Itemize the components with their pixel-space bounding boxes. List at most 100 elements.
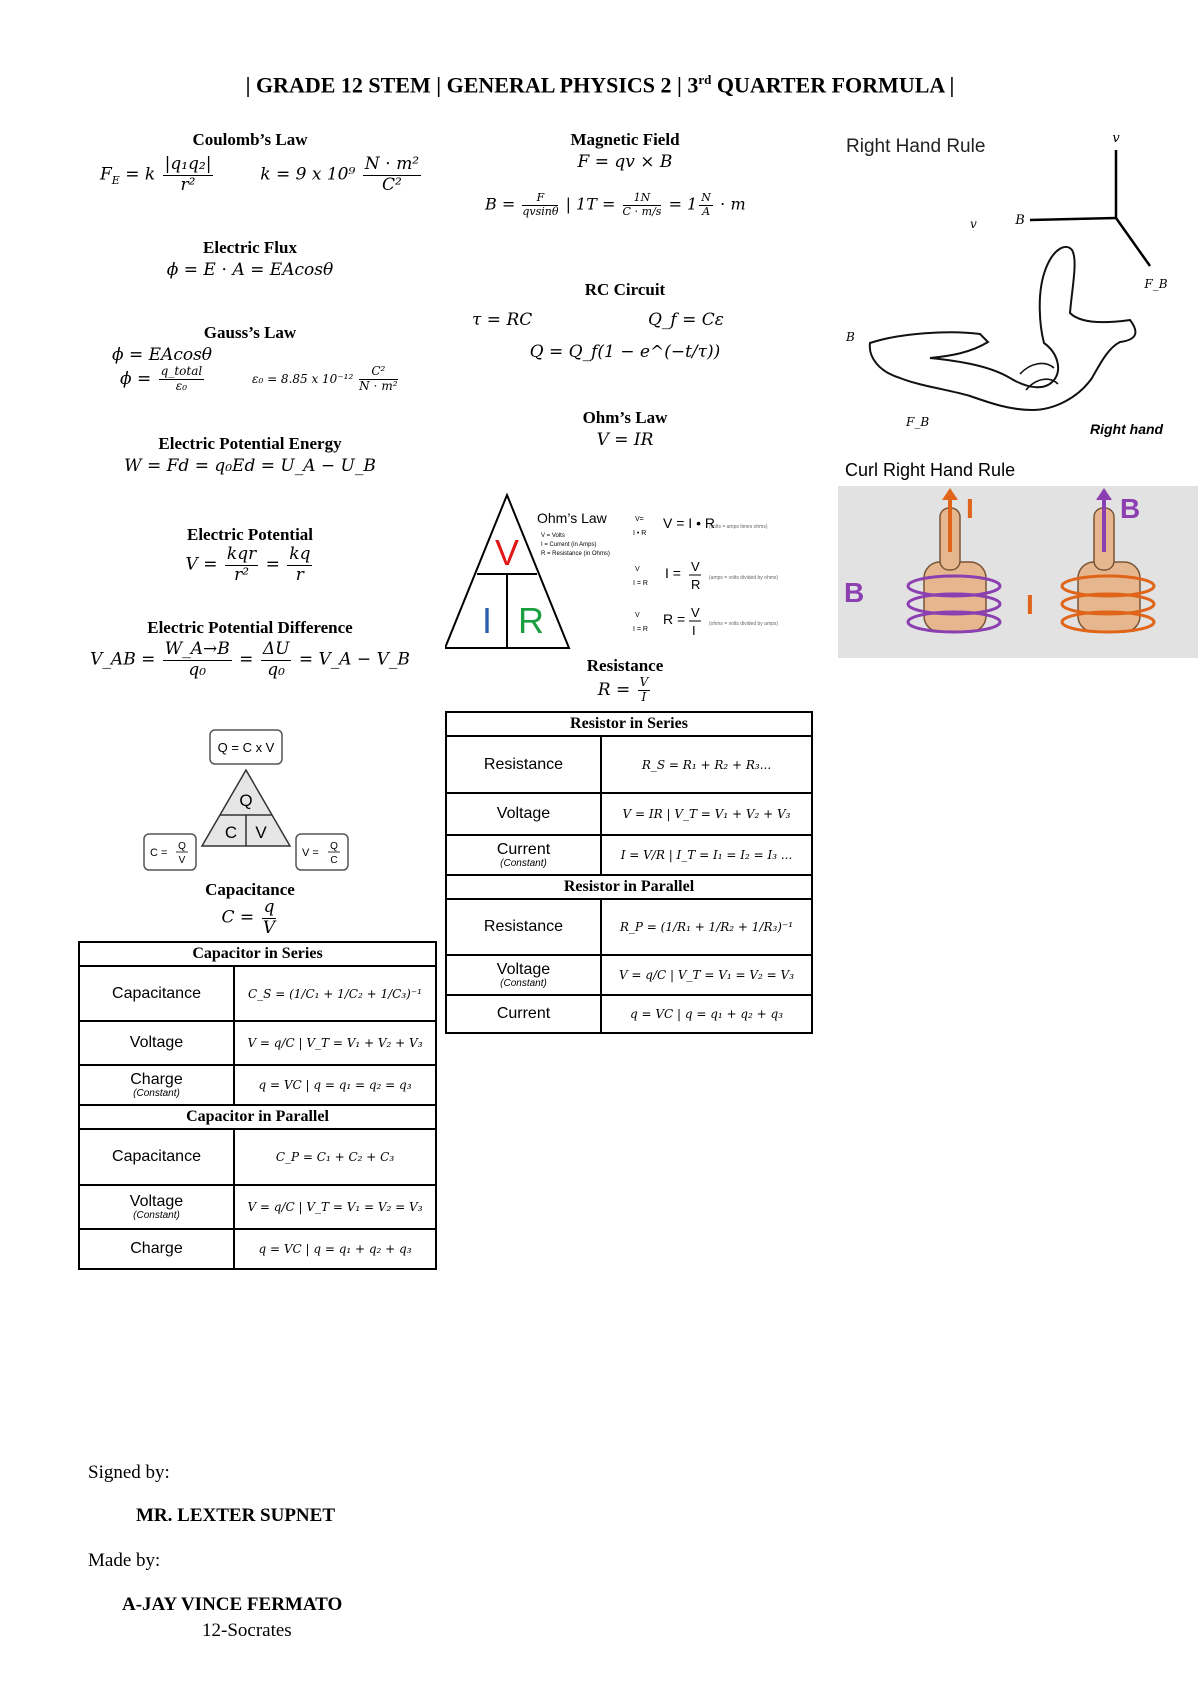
pd-title: Electric Potential Difference (147, 618, 353, 637)
rc-qf: Q_f = Cε (648, 310, 724, 330)
curl-left-arrowhead (942, 488, 958, 500)
ohm-mini2b: I = R (633, 580, 648, 587)
pd-num2: ΔU (260, 639, 292, 661)
cap-series-row3-label: Charge (130, 1071, 183, 1088)
coulomb-den: r² (180, 174, 196, 195)
coulomb-title: Coulomb’s Law (192, 130, 308, 149)
res-parallel-row-label: Current (445, 994, 602, 1034)
magnetic-b-lhs: B = (485, 194, 516, 214)
cap-left-box (143, 833, 197, 871)
res-parallel-row2-const: (Constant) (500, 978, 547, 989)
magnetic-t-num2: N (699, 191, 713, 206)
magnetic-formula: F = qv × B (577, 152, 673, 172)
ohm-formula: V = IR (596, 430, 654, 450)
coulomb-eq: = k (119, 164, 156, 185)
cap-top-box (209, 729, 283, 765)
cap-parallel-row2-const: (Constant) (133, 1210, 180, 1221)
coulomb-k: k = 9 x 10⁹ (260, 164, 356, 185)
pd-lhs: V_AB = (90, 649, 156, 670)
resistance-num: V (637, 676, 651, 691)
potential-num2: kq (287, 544, 313, 566)
cap-parallel-row1-label: Capacitance (112, 1148, 201, 1165)
capacitance-den: V (262, 917, 276, 938)
ohm-r-letter: R (518, 600, 544, 641)
cap-right-num: Q (330, 841, 338, 852)
resistance-title: Resistance (586, 656, 664, 675)
cap-series-row-label: Voltage (78, 1020, 235, 1066)
ohm-eq3-lhs: R = (663, 611, 685, 627)
pd-rhs: = V_A − V_B (298, 649, 410, 670)
ohm-eq3-num: V (691, 605, 700, 620)
cap-parallel-row3-formula: q = VC | q = q₁ + q₂ + q₃ (233, 1228, 437, 1270)
gauss-title: Gauss’s Law (203, 323, 297, 342)
potential-title: Electric Potential (186, 525, 314, 544)
rhr-axis-f (1114, 217, 1152, 267)
res-parallel-row3-formula: q = VC | q = q₁ + q₂ + q₃ (600, 994, 813, 1034)
rhr-hand-label: Right hand (1090, 421, 1164, 437)
magnetic-b-den: qvsinθ (522, 204, 559, 218)
cap-parallel-row2-label: Voltage (129, 1193, 184, 1210)
coulomb-lhs: F (100, 164, 112, 185)
rhr-axis-v-label: v (1112, 131, 1120, 146)
cap-q-letter: Q (239, 791, 252, 810)
cap-right-box (295, 833, 349, 871)
rc-title: RC Circuit (584, 280, 666, 299)
resistor-table: Resistor in Series Resistance R_S = R₁ +… (445, 711, 813, 1034)
cap-parallel-row2-formula: V = q/C | V_T = V₁ = V₂ = V₃ (233, 1184, 437, 1230)
cap-right-lhs: V = (302, 847, 319, 859)
cap-series-row-label: Charge(Constant) (78, 1064, 235, 1106)
coulomb-k-den: C² (381, 174, 402, 195)
magnetic-t-end: ⋅ m (719, 194, 746, 214)
cap-parallel-row-label: Charge (78, 1228, 235, 1270)
res-series-row1-label: Resistance (483, 755, 564, 773)
pd-num1: W_A→B (162, 639, 232, 661)
made-by-label: Made by: (88, 1550, 161, 1571)
rc-q: Q = Q_f(1 − e^(−t/τ)) (529, 342, 721, 362)
resistance-lhs: R = (597, 679, 631, 700)
cap-left-den: V (179, 855, 186, 866)
ohm-note3: (ohms = volts divided by amps) (709, 621, 778, 627)
curl-right-ring-1 (1060, 574, 1156, 598)
res-parallel-title: Resistor in Parallel (445, 874, 813, 900)
potential-den1: r² (234, 564, 250, 585)
capacitance-lhs: C = (221, 907, 255, 928)
cap-right-den: C (330, 855, 337, 866)
cap-series-row2-label: Voltage (129, 1034, 184, 1051)
cap-v-letter: V (255, 823, 267, 842)
curl-right-b-label: B (1120, 493, 1140, 524)
cap-parallel-row1-formula: C_P = C₁ + C₂ + C₃ (233, 1128, 437, 1186)
res-series-row3-const: (Constant) (500, 858, 547, 869)
title-superscript: rd (698, 72, 712, 87)
rhr-hand-v-label: v (970, 217, 977, 231)
gauss-lhs: ϕ = (120, 368, 152, 389)
cap-left-lhs: C = (150, 847, 167, 859)
cap-parallel-title: Capacitor in Parallel (78, 1104, 437, 1130)
ohm-eq1: V = I • R (663, 515, 715, 531)
magnetic-t-part: | 1T = (565, 194, 616, 214)
rhr-hand-outline (868, 246, 1137, 412)
potential-lhs: V = (185, 554, 218, 575)
capacitor-table: Capacitor in Series Capacitance C_S = (1… (78, 941, 437, 1270)
curl-right-ring-2 (1060, 592, 1156, 616)
curl-left-ring-3 (906, 610, 1002, 634)
cap-series-title: Capacitor in Series (78, 941, 437, 967)
capacitance-triangle-diagram: Q = C x V Q C V C = Q V V = Q C (143, 729, 349, 871)
curl-left-ring-1 (906, 574, 1002, 598)
ohm-eq2-num: V (691, 559, 700, 574)
coulomb-lhs-sub: E (111, 173, 120, 187)
rhr-axis-b (1029, 216, 1117, 222)
res-series-row2-formula: V = IR | V_T = V₁ + V₂ + V₃ (600, 792, 813, 836)
res-series-row3-formula: I = V/R | I_T = I₁ = I₂ = I₃ ... (600, 834, 813, 876)
gauss-eps-num: C² (359, 364, 398, 380)
gauss-eps-den: N ⋅ m² (359, 378, 398, 393)
ohm-mini2a: V (635, 566, 640, 573)
title-text-end: QUARTER FORMULA | (711, 72, 955, 98)
gauss-line1: ϕ = EAcosθ (112, 345, 213, 365)
res-series-row-label: Voltage (445, 792, 602, 836)
cap-c-letter: C (225, 823, 237, 842)
curl-image-bg (838, 486, 1198, 658)
rhr-hand-b-label: B (845, 330, 855, 344)
